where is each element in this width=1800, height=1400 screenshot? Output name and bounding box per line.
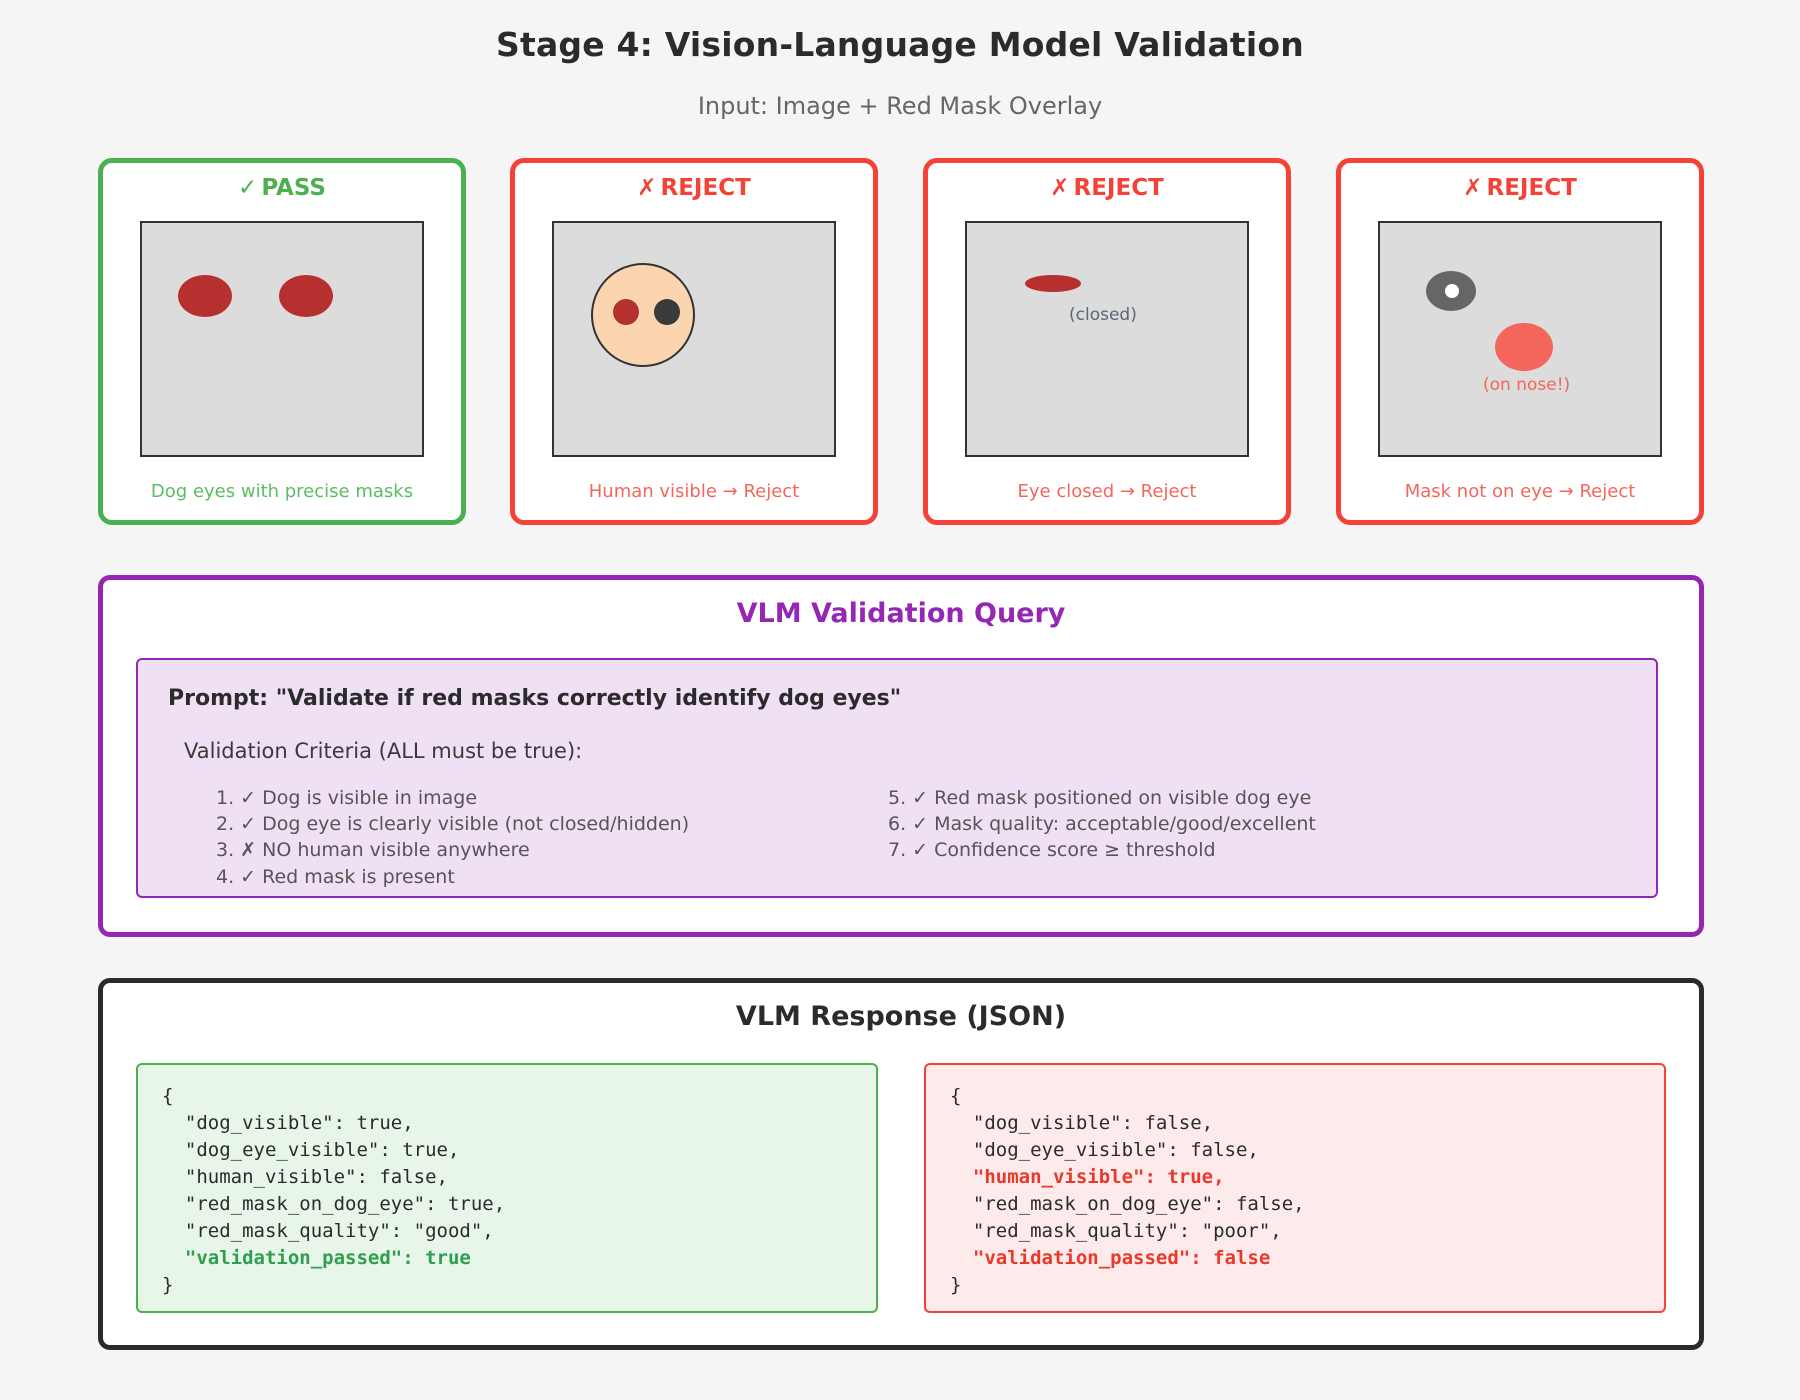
json-line: "dog_visible": true,: [162, 1111, 414, 1134]
json-line: "red_mask_on_dog_eye": false,: [950, 1192, 1305, 1215]
criteria-columns: 1. ✓ Dog is visible in image 2. ✓ Dog ey…: [168, 785, 1626, 890]
criteria-column-right: 5. ✓ Red mask positioned on visible dog …: [808, 785, 1448, 890]
json-line: "dog_eye_visible": false,: [950, 1138, 1259, 1161]
red-mask-right-eye: [279, 275, 333, 317]
red-mask-left-eye: [178, 275, 232, 317]
json-response-fail: { "dog_visible": false, "dog_eye_visible…: [924, 1063, 1666, 1313]
red-mask-on-human-eye: [613, 299, 639, 325]
sample-image-closed-eye: (closed): [965, 221, 1249, 457]
json-line: "dog_eye_visible": true,: [162, 1138, 460, 1161]
criterion-item: 6. ✓ Mask quality: acceptable/good/excel…: [888, 813, 1316, 836]
vlm-response-panel: VLM Response (JSON) { "dog_visible": tru…: [98, 978, 1704, 1350]
card-caption: Mask not on eye → Reject: [1404, 481, 1636, 502]
sample-image-human: [552, 221, 836, 457]
json-line: }: [162, 1273, 174, 1296]
json-line: "dog_visible": false,: [950, 1111, 1214, 1134]
criterion-item: 2. ✓ Dog eye is clearly visible (not clo…: [216, 813, 690, 836]
closed-eye-note: (closed): [1069, 305, 1137, 325]
card-caption: Eye closed → Reject: [1017, 481, 1197, 502]
cross-icon: ✗: [637, 175, 657, 201]
json-line: {: [162, 1085, 174, 1107]
example-card-human-visible[interactable]: ✗REJECT Human visible → Reject: [510, 158, 878, 525]
cross-icon: ✗: [1050, 175, 1070, 201]
verdict-text: PASS: [261, 175, 326, 201]
cross-icon: ✗: [1463, 175, 1483, 201]
prompt-text: Prompt: "Validate if red masks correctly…: [168, 686, 902, 711]
json-line: "human_visible": true,: [950, 1165, 1225, 1188]
red-mask-closed-eye: [1025, 275, 1081, 292]
sample-image-mask-misplaced: (on nose!): [1378, 221, 1662, 457]
verdict-text: REJECT: [660, 175, 751, 201]
red-mask-on-nose: [1495, 323, 1553, 371]
criteria-column-left: 1. ✓ Dog is visible in image 2. ✓ Dog ey…: [168, 785, 808, 890]
criterion-item: 5. ✓ Red mask positioned on visible dog …: [888, 787, 1312, 809]
page-title: Stage 4: Vision-Language Model Validatio…: [496, 25, 1304, 64]
verdict-label-reject: ✗REJECT: [1341, 175, 1699, 201]
json-response-pass: { "dog_visible": true, "dog_eye_visible"…: [136, 1063, 878, 1313]
criterion-item: 7. ✓ Confidence score ≥ threshold: [888, 839, 1216, 862]
verdict-label-reject: ✗REJECT: [515, 175, 873, 201]
human-eye-unmasked: [654, 299, 680, 325]
criterion-item: 3. ✗ NO human visible anywhere: [216, 839, 530, 862]
json-response-columns: { "dog_visible": true, "dog_eye_visible"…: [136, 1063, 1666, 1313]
json-line: {: [950, 1085, 962, 1107]
response-panel-title: VLM Response (JSON): [735, 1001, 1067, 1032]
pupil-icon: [1445, 284, 1459, 298]
card-caption: Human visible → Reject: [588, 481, 800, 502]
verdict-text: REJECT: [1073, 175, 1164, 201]
example-card-row: ✓PASS Dog eyes with precise masks ✗REJEC…: [98, 158, 1704, 525]
example-card-pass[interactable]: ✓PASS Dog eyes with precise masks: [98, 158, 466, 525]
sample-image-pass: [140, 221, 424, 457]
query-panel-title: VLM Validation Query: [736, 598, 1066, 629]
json-line: "human_visible": false,: [162, 1165, 448, 1188]
vlm-validation-query-panel: VLM Validation Query Prompt: "Validate i…: [98, 575, 1704, 937]
json-line: "red_mask_quality": "poor",: [950, 1219, 1282, 1242]
query-body: Prompt: "Validate if red masks correctly…: [136, 658, 1658, 898]
json-line: }: [950, 1273, 962, 1296]
json-line: "red_mask_on_dog_eye": true,: [162, 1192, 506, 1215]
json-line: "validation_passed": false: [950, 1246, 1271, 1269]
criteria-heading: Validation Criteria (ALL must be true):: [184, 739, 583, 763]
check-icon: ✓: [238, 175, 258, 201]
page-subtitle: Input: Image + Red Mask Overlay: [697, 92, 1103, 120]
verdict-text: REJECT: [1486, 175, 1577, 201]
example-card-eye-closed[interactable]: ✗REJECT (closed) Eye closed → Reject: [923, 158, 1291, 525]
example-card-mask-misplaced[interactable]: ✗REJECT (on nose!) Mask not on eye → Rej…: [1336, 158, 1704, 525]
on-nose-note: (on nose!): [1483, 375, 1571, 395]
verdict-label-pass: ✓PASS: [103, 175, 461, 201]
criterion-item: 4. ✓ Red mask is present: [216, 865, 455, 888]
card-caption: Dog eyes with precise masks: [150, 481, 414, 502]
json-line: "red_mask_quality": "good",: [162, 1219, 494, 1242]
criterion-item: 1. ✓ Dog is visible in image: [216, 787, 478, 809]
json-line: "validation_passed": true: [162, 1246, 471, 1269]
verdict-label-reject: ✗REJECT: [928, 175, 1286, 201]
